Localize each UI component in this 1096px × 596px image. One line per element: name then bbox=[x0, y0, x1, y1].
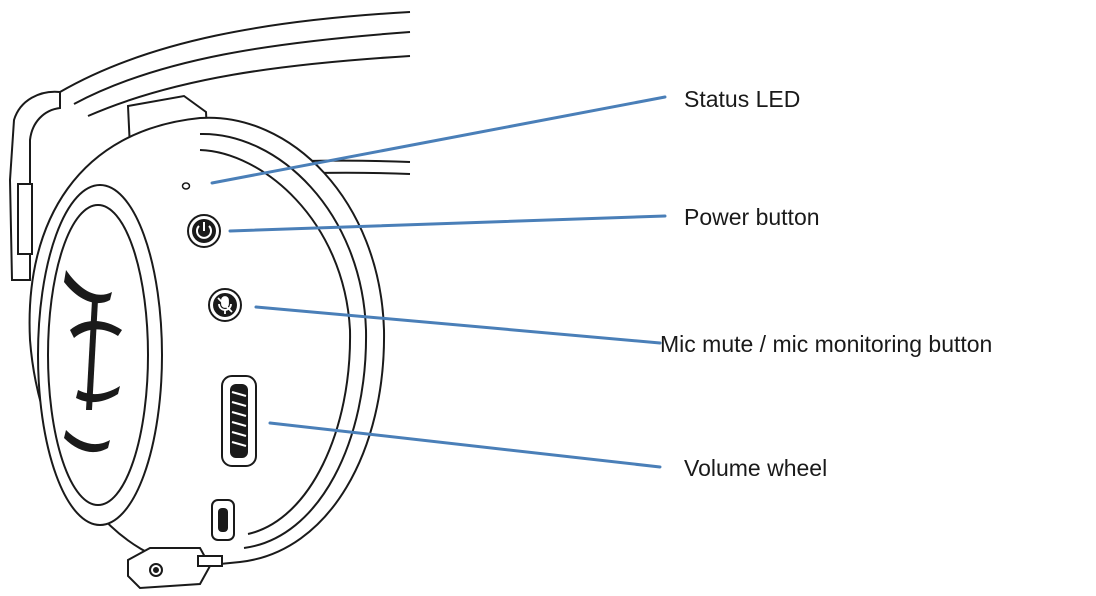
leader-line-power-button bbox=[228, 214, 667, 233]
leader-line-volume-wheel bbox=[268, 421, 662, 469]
brand-logo-icon bbox=[64, 270, 122, 453]
volume-wheel-ridges bbox=[231, 391, 247, 447]
mic-mute-icon bbox=[217, 296, 233, 314]
usb-port bbox=[211, 499, 235, 541]
bottom-hinge bbox=[127, 547, 223, 590]
leader-lines bbox=[210, 95, 667, 469]
status-led-label: Status LED bbox=[684, 86, 801, 112]
volume-wheel[interactable] bbox=[221, 375, 257, 467]
leader-line-status-led bbox=[210, 95, 667, 185]
face-plate bbox=[37, 184, 163, 526]
mic-mute-button[interactable] bbox=[208, 288, 242, 322]
power-button[interactable] bbox=[187, 214, 221, 248]
left-yoke bbox=[8, 90, 61, 281]
status-led bbox=[181, 182, 191, 190]
mic-button-label: Mic mute / mic monitoring button bbox=[660, 331, 993, 357]
leader-line-mic-button bbox=[254, 305, 662, 345]
volume-wheel-label: Volume wheel bbox=[684, 455, 828, 481]
power-icon bbox=[196, 222, 212, 239]
power-button-label: Power button bbox=[684, 204, 820, 230]
